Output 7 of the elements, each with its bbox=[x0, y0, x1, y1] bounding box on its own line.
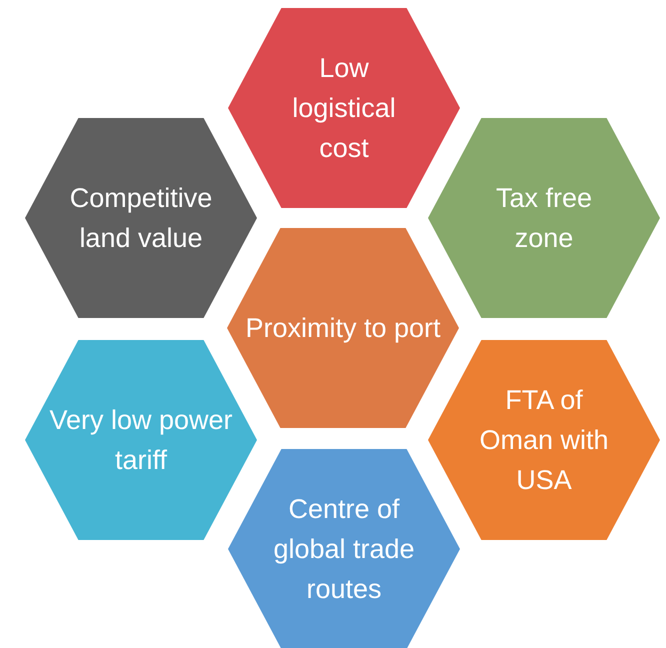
hexagon-label: Tax free zone bbox=[494, 182, 594, 255]
hexagon-label: Competitive land value bbox=[68, 182, 214, 255]
hexagon-label: Low logistical cost bbox=[291, 52, 397, 165]
hexagon-label: Proximity to port bbox=[245, 312, 441, 345]
hexagon-label: Very low power tariff bbox=[48, 404, 234, 477]
hexagon-label: FTA of Oman with USA bbox=[478, 384, 610, 497]
hexagon-label: Centre of global trade routes bbox=[272, 493, 416, 606]
